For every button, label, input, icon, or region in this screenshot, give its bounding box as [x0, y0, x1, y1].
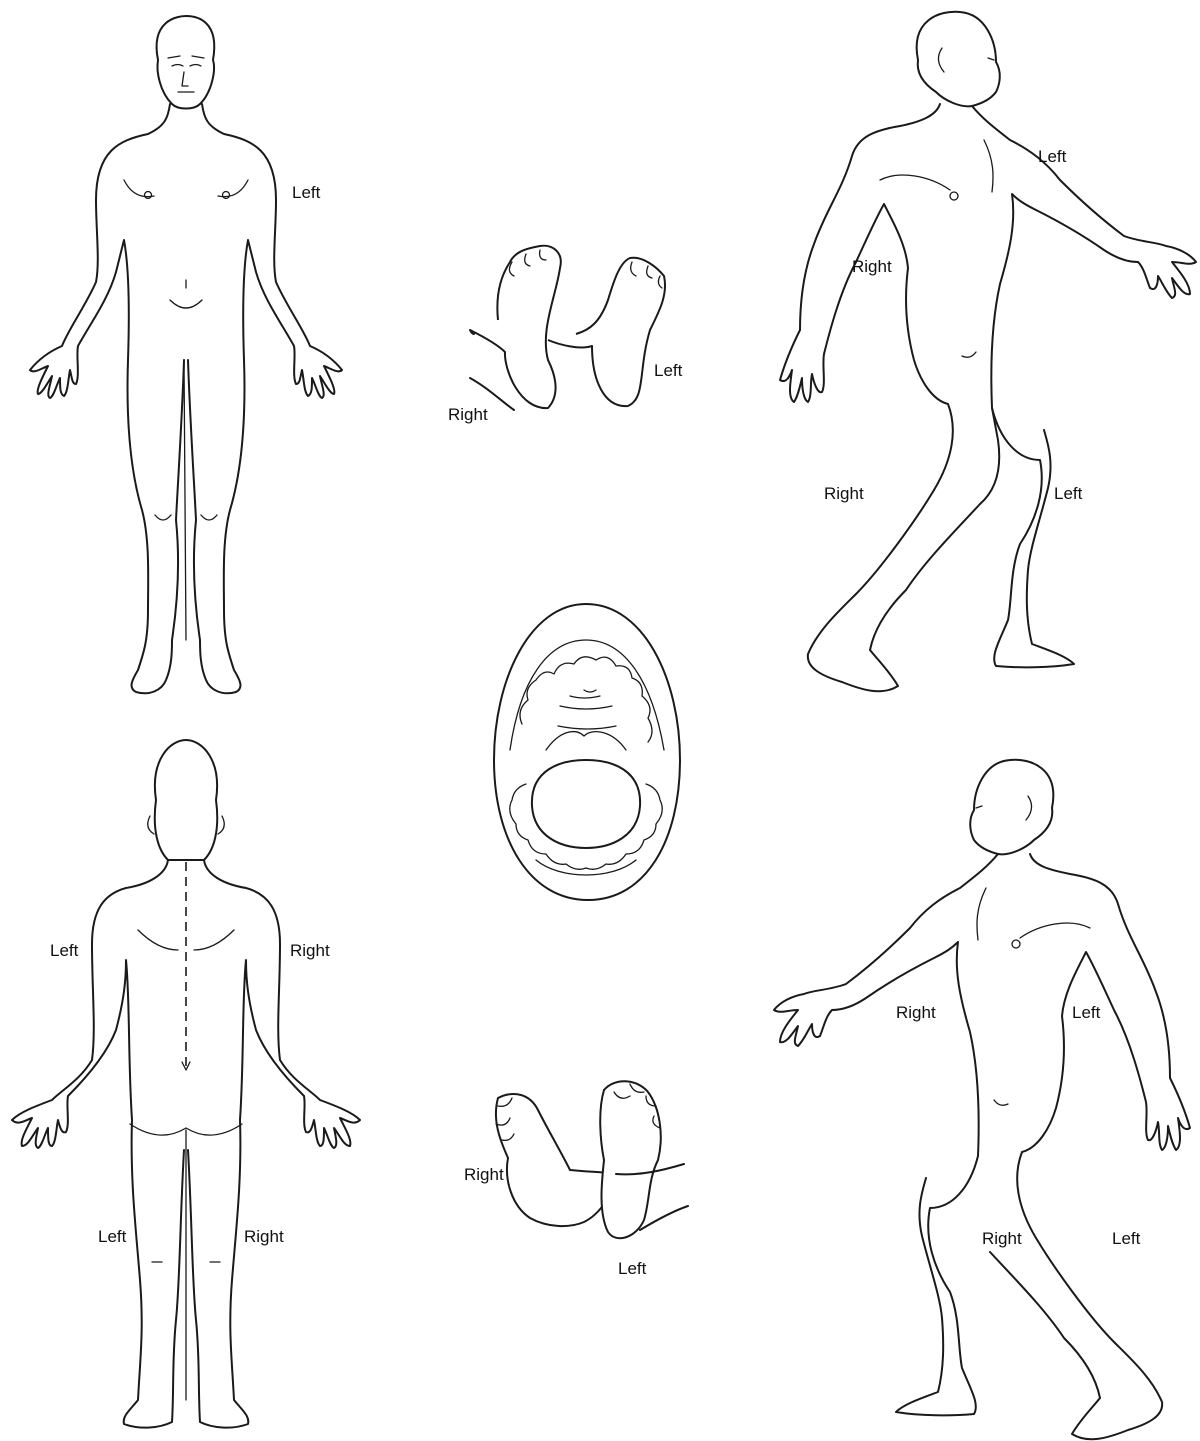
- label-back-right-leg: Right: [244, 1228, 284, 1245]
- label-side2-left-arm: Left: [1072, 1004, 1100, 1021]
- label-side2-left-leg: Left: [1112, 1230, 1140, 1247]
- label-side2-right-leg: Right: [982, 1230, 1022, 1247]
- label-feet-bottom-right: Right: [464, 1166, 504, 1183]
- label-back-right-arm: Right: [290, 942, 330, 959]
- label-side-right-leg: Right: [824, 485, 864, 502]
- label-side-left-arm: Left: [1038, 148, 1066, 165]
- label-side2-right-arm: Right: [896, 1004, 936, 1021]
- label-front-left: Left: [292, 184, 320, 201]
- label-feet-bottom-left: Left: [618, 1260, 646, 1277]
- label-side-right-arm: Right: [852, 258, 892, 275]
- label-feet-top-left: Left: [654, 362, 682, 379]
- label-back-left-leg: Left: [98, 1228, 126, 1245]
- label-back-left-arm: Left: [50, 942, 78, 959]
- label-side-left-leg: Left: [1054, 485, 1082, 502]
- label-feet-top-right: Right: [448, 406, 488, 423]
